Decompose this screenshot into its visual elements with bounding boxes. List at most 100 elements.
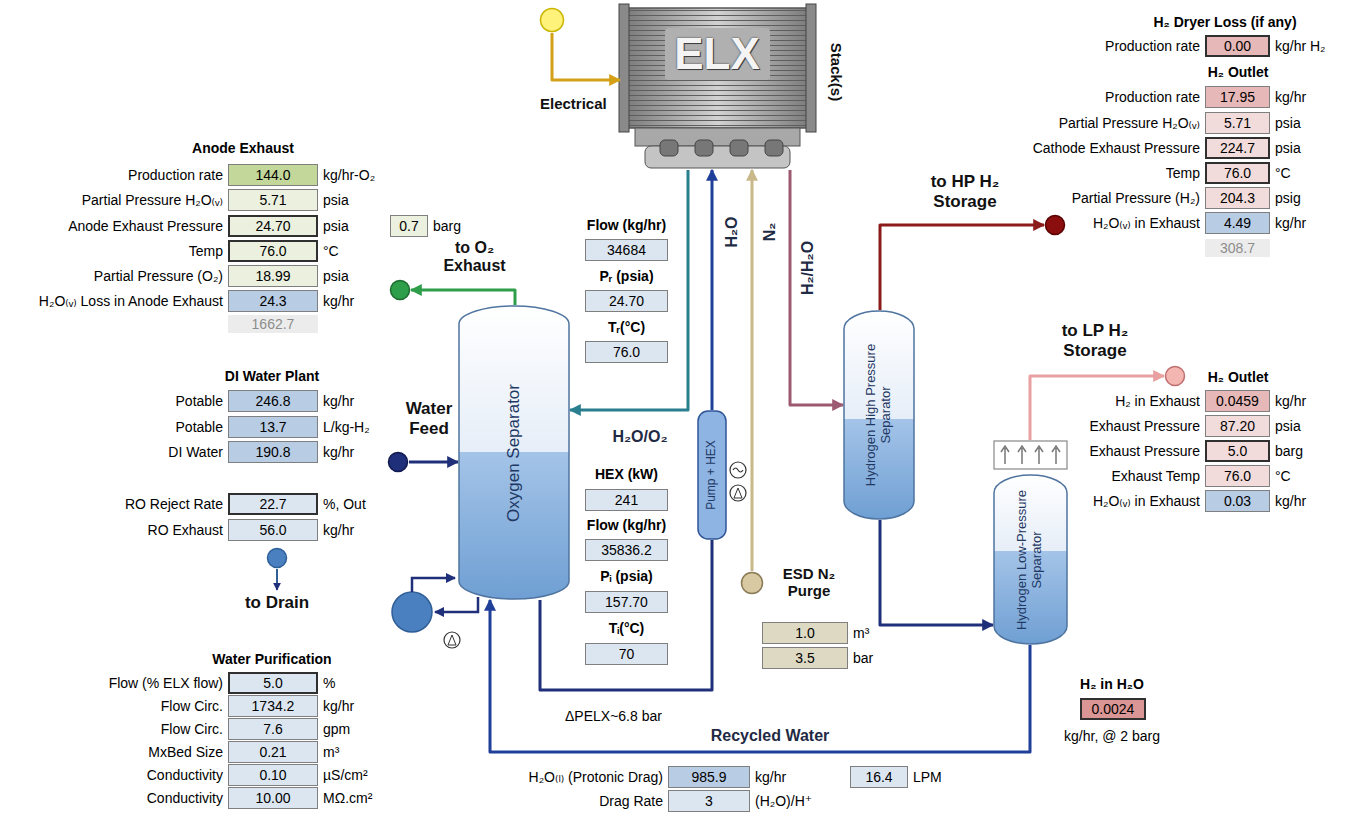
illustration-part	[765, 140, 783, 156]
node-label: Stack(s)	[827, 43, 844, 101]
table-heading: Tᵢ(°C)	[609, 619, 645, 637]
value-cell: 5.0	[1205, 440, 1270, 462]
row-name: MxBed Size	[148, 743, 223, 761]
value-cell: 5.71	[1205, 112, 1270, 134]
value-cell: 76.0	[1205, 162, 1270, 184]
value-cell: 224.7	[1205, 137, 1270, 159]
fan-arrow	[1001, 446, 1009, 464]
value-cell: 0.0459	[1205, 390, 1270, 412]
value-cell: 157.70	[585, 591, 668, 613]
value-cell: 3.5	[762, 647, 848, 669]
row-name: Partial Pressure H₂O₍ᵥ₎	[1059, 114, 1200, 132]
row-name: RO Reject Rate	[125, 495, 223, 513]
illustration-part	[695, 140, 713, 156]
flow-label: Recycled Water	[709, 727, 832, 745]
pump-box: Pump + HEX	[697, 410, 727, 540]
row-name: Exhaust Temp	[1112, 467, 1200, 485]
row-name: Temp	[1166, 164, 1200, 182]
circle-outline	[1166, 367, 1185, 386]
terminal-circle: Electrical	[539, 7, 565, 33]
node-label: to Drain	[212, 593, 342, 613]
note-text: kg/hr, @ 2 barg	[1064, 727, 1160, 745]
unit-label: °C	[1275, 467, 1291, 485]
unit-label: psia	[1275, 417, 1301, 435]
shape-outline	[389, 279, 411, 301]
unit-label: barg	[1275, 442, 1303, 460]
shape-outline	[1044, 214, 1066, 236]
value-cell: 0.03	[1205, 490, 1270, 512]
shape-outline	[740, 571, 764, 595]
unit-label: kg/hr	[323, 392, 354, 410]
node-label: Hydrogen High Pressure Separator	[864, 325, 894, 505]
row-name: Anode Exhaust Pressure	[68, 217, 223, 235]
row-name: Partial Pressure H₂O₍ᵥ₎	[82, 191, 223, 209]
pump-hex-symbols	[730, 462, 746, 501]
unit-label: kg/hr	[323, 521, 354, 539]
unit-label: L/kg-H₂	[323, 418, 370, 436]
illustration-part	[730, 462, 746, 478]
unit-label: MΩ.cm²	[323, 789, 372, 807]
unit-label: kg/hr	[1275, 392, 1306, 410]
unit-label: m³	[323, 743, 339, 761]
terminal-circle: to Drain	[266, 547, 288, 569]
value-cell: 204.3	[1205, 187, 1270, 209]
separator-vessel: Hydrogen Low-Pressure Separator	[993, 440, 1068, 645]
illustration-part	[448, 635, 456, 645]
value-cell: 16.4	[850, 766, 908, 788]
unit-label: LPM	[913, 768, 942, 786]
value-cell: 22.7	[228, 493, 318, 515]
row-name: Conductivity	[147, 766, 223, 784]
row-name: H₂O₍ᵥ₎ Loss in Anode Exhaust	[39, 292, 223, 310]
illustration-part	[660, 140, 678, 156]
value-cell: 0.21	[228, 741, 318, 763]
node-label: Electrical	[540, 95, 607, 112]
value-cell: 241	[585, 489, 668, 511]
node-label: to LP H₂ Storage	[1040, 321, 1150, 360]
value-cell: 0.10	[228, 764, 318, 786]
unit-label: psig	[1275, 189, 1301, 207]
value-bar: 1662.7	[228, 315, 318, 333]
fan-arrow	[1018, 446, 1026, 464]
value-cell: 1.0	[762, 622, 848, 644]
circle-outline	[268, 549, 287, 568]
row-name: Exhaust Pressure	[1090, 417, 1201, 435]
value-cell: 0.7	[390, 215, 428, 237]
node-label: to O₂ Exhaust	[427, 239, 522, 276]
value-cell: 3	[668, 790, 750, 812]
value-cell: 35836.2	[585, 539, 668, 561]
illustration-part	[625, 8, 810, 128]
flow-line	[751, 170, 754, 571]
unit-label: m³	[853, 624, 869, 642]
value-cell: 70	[585, 643, 668, 665]
shape-outline	[266, 547, 288, 569]
fan-box	[994, 441, 1067, 469]
note-text: ΔPELX~6.8 bar	[565, 707, 662, 725]
vessel-outline	[994, 475, 1067, 644]
unit-label: kg/hr	[323, 292, 354, 310]
table-heading: DI Water Plant	[225, 367, 319, 385]
table-heading: HEX (kW)	[595, 465, 658, 483]
row-name: Partial Pressure (H₂)	[1072, 189, 1200, 207]
row-name: H₂O₍ₗ₎ (Protonic Drag)	[529, 768, 663, 786]
shape-outline	[539, 7, 565, 33]
table-heading: Pᵢ (psia)	[600, 567, 653, 585]
terminal-circle: to LP H₂ Storage	[1164, 365, 1186, 387]
row-name: H₂O₍ᵥ₎ in Exhaust	[1093, 214, 1200, 232]
row-name: Drag Rate	[599, 792, 663, 810]
row-name: H₂O₍ᵥ₎ in Exhaust	[1093, 492, 1200, 510]
shape-outline	[387, 451, 409, 473]
pump-outline	[698, 411, 726, 539]
unit-label: kg/hr	[755, 768, 786, 786]
node-label: Oxygen Separator	[504, 328, 524, 578]
unit-label: µS/cm²	[323, 766, 368, 784]
circle-outline	[742, 573, 763, 594]
circle-outline	[389, 453, 408, 472]
row-name: Production rate	[1105, 88, 1200, 106]
terminal-circle: to O₂ Exhaust	[389, 279, 411, 301]
value-cell: 10.00	[228, 787, 318, 809]
row-name: H₂ in Exhaust	[1115, 392, 1200, 410]
value-cell: 1734.2	[228, 695, 318, 717]
row-name: Exhaust Pressure	[1090, 442, 1201, 460]
value-cell: 985.9	[668, 766, 750, 788]
table-heading: Tᵣ(°C)	[608, 318, 645, 336]
